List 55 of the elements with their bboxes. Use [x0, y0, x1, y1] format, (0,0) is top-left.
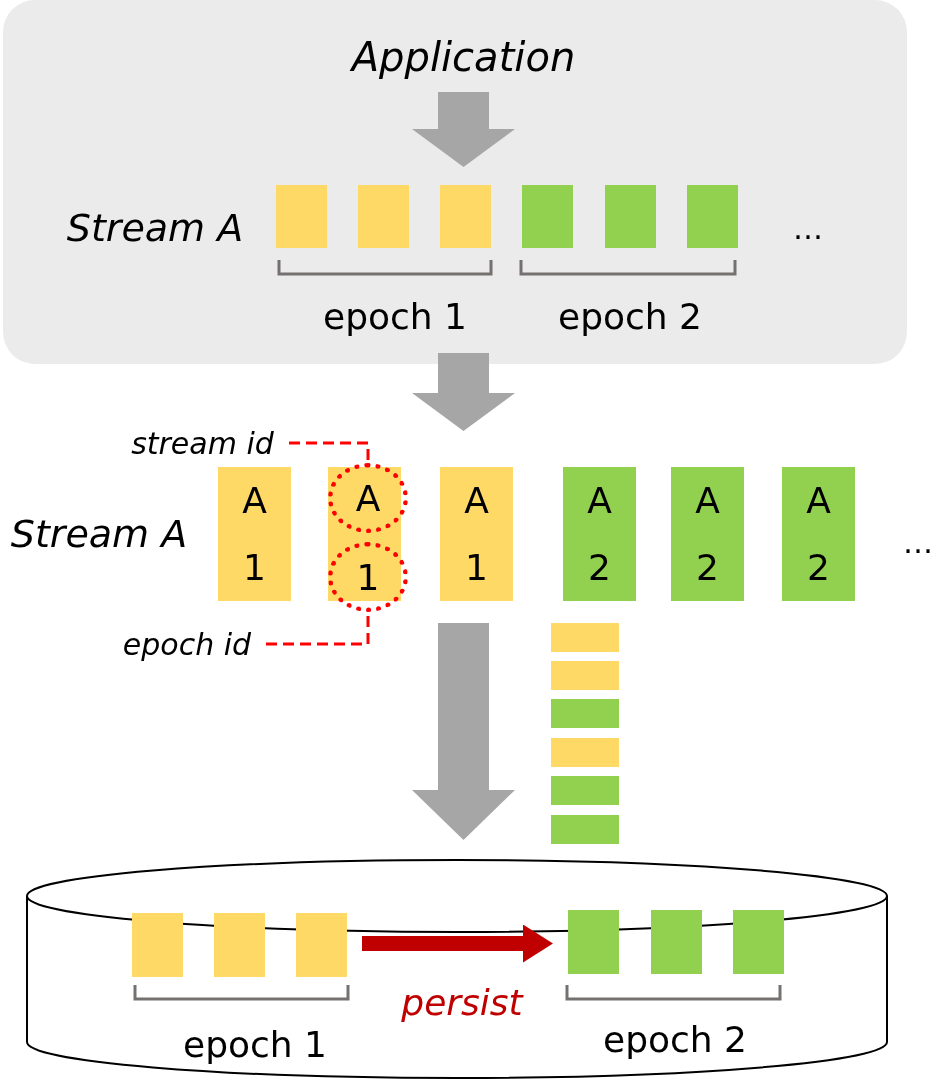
record-bar: [551, 776, 619, 805]
leader-line: [289, 441, 370, 463]
stream-id-text: A: [695, 482, 720, 519]
record-block: [568, 910, 619, 974]
record-bar: [551, 699, 619, 728]
epoch-label: epoch 2: [557, 294, 703, 339]
record-bar: [551, 738, 619, 767]
stream-label: Stream A: [9, 511, 189, 558]
record-block: [605, 185, 656, 248]
epoch-id-text: 1: [243, 549, 266, 586]
callout-label: stream id: [120, 420, 285, 466]
application-label: Application: [345, 28, 582, 86]
record-block: [132, 913, 183, 977]
record-block: [522, 185, 573, 248]
stream-id-text: A: [587, 482, 612, 519]
arrow: [412, 353, 515, 431]
application-panel: [3, 0, 907, 364]
record-block: [358, 185, 409, 248]
record-block: [782, 467, 855, 601]
ellipsis: …: [902, 523, 938, 562]
record-bar: [551, 815, 619, 844]
arrow: [412, 92, 515, 167]
stream-id-text: A: [464, 482, 489, 519]
record-block: [687, 185, 738, 248]
arrow: [362, 924, 553, 963]
stream-id-text: A: [242, 482, 267, 519]
highlight-circle: 1: [328, 542, 408, 612]
epoch-label: epoch 1: [182, 1022, 328, 1067]
record-block: [276, 185, 327, 248]
arrow: [412, 623, 515, 840]
record-block: [563, 467, 636, 601]
stream-label: Stream A: [65, 205, 245, 252]
record-bar: [551, 623, 619, 652]
storage-cylinder: [25, 858, 889, 1080]
stream-id-text: A: [806, 482, 831, 519]
record-block: [440, 185, 491, 248]
record-block: [671, 467, 744, 601]
highlight-circle: A: [328, 463, 408, 533]
callout-label: epoch id: [112, 620, 262, 668]
ellipsis: …: [792, 209, 828, 248]
edge-label: persist: [400, 980, 525, 1025]
record-block: [218, 467, 291, 601]
record-block: [328, 467, 401, 601]
epoch-label: epoch 1: [322, 294, 468, 339]
record-block: [214, 913, 265, 977]
record-block: [733, 910, 784, 974]
epoch-id-text: 2: [588, 549, 611, 586]
epoch-label: epoch 2: [602, 1017, 748, 1062]
record-block: [651, 910, 702, 974]
epoch-id-text: 1: [465, 549, 488, 586]
epoch-id-text: 2: [696, 549, 719, 586]
record-block: [440, 467, 513, 601]
record-bar: [551, 661, 619, 690]
record-block: [296, 913, 347, 977]
epoch-id-text: 2: [807, 549, 830, 586]
